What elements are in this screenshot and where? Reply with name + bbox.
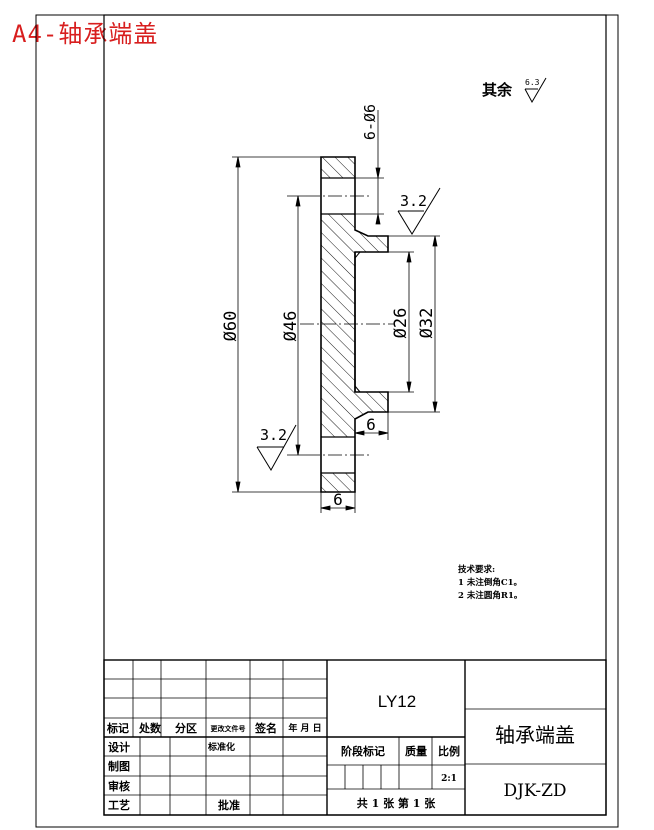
part-name: 轴承端盖 (495, 723, 575, 747)
revision-header-mark: 标记 (106, 721, 129, 735)
dim-d46: Ø46 (281, 311, 301, 342)
material-label: LY12 (378, 692, 416, 711)
role-design: 设计 (108, 740, 130, 754)
revision-header-sign: 签名 (254, 721, 277, 735)
roughness-default-symbol (524, 77, 547, 104)
roughness-default-value: 6.3 (525, 78, 540, 87)
dimensions (232, 110, 440, 513)
roughness-default-label: 其余 (482, 81, 513, 99)
chamfer-line-bottom (354, 385, 361, 393)
tech-requirements: 技术要求: 1 未注倒角C1。 2 未注圆角R1。 (458, 564, 522, 601)
section-hatch-top (321, 157, 355, 178)
stage-mark-label: 阶段标记 (341, 744, 385, 758)
chamfer-line-top (354, 251, 361, 259)
revision-header-doc: 更改文件号 (211, 724, 246, 733)
tech-requirements-title: 技术要求: (458, 564, 495, 575)
scale-label: 比例 (438, 744, 460, 758)
roughness-symbol-1 (397, 187, 441, 235)
section-hatch-bottom (321, 473, 355, 492)
part-section (300, 156, 395, 493)
dim-d60: Ø60 (221, 311, 241, 342)
scale-value: 2:1 (441, 774, 457, 784)
sheet-count: 共 1 张 第 1 张 (357, 796, 436, 810)
role-process: 工艺 (108, 798, 130, 812)
approve-label: 批准 (218, 798, 240, 812)
roughness-value-1: 3.2 (400, 192, 427, 210)
revision-header-count: 处数 (138, 721, 162, 735)
dim-width-bottom: 6 (333, 490, 343, 509)
revision-header-date: 年 月 日 (288, 722, 321, 734)
role-drafting: 制图 (108, 759, 130, 773)
tech-requirement-item: 1 未注倒角C1。 (458, 577, 522, 588)
revision-header-zone: 分区 (175, 721, 197, 735)
weight-label: 质量 (405, 744, 427, 758)
tech-requirement-item: 2 未注圆角R1。 (458, 590, 522, 601)
roughness-symbol-2 (256, 424, 297, 471)
dim-holes: 6-Ø6 (361, 104, 379, 140)
title-block (103, 659, 607, 816)
standardize-label: 标准化 (207, 741, 235, 753)
dim-width-inner: 6 (366, 415, 376, 434)
dim-d32: Ø32 (417, 308, 437, 339)
drawing-number: DJK-ZD (503, 781, 566, 801)
roughness-value-2: 3.2 (260, 426, 287, 444)
dim-d26: Ø26 (391, 308, 411, 339)
role-review: 审核 (108, 779, 130, 793)
